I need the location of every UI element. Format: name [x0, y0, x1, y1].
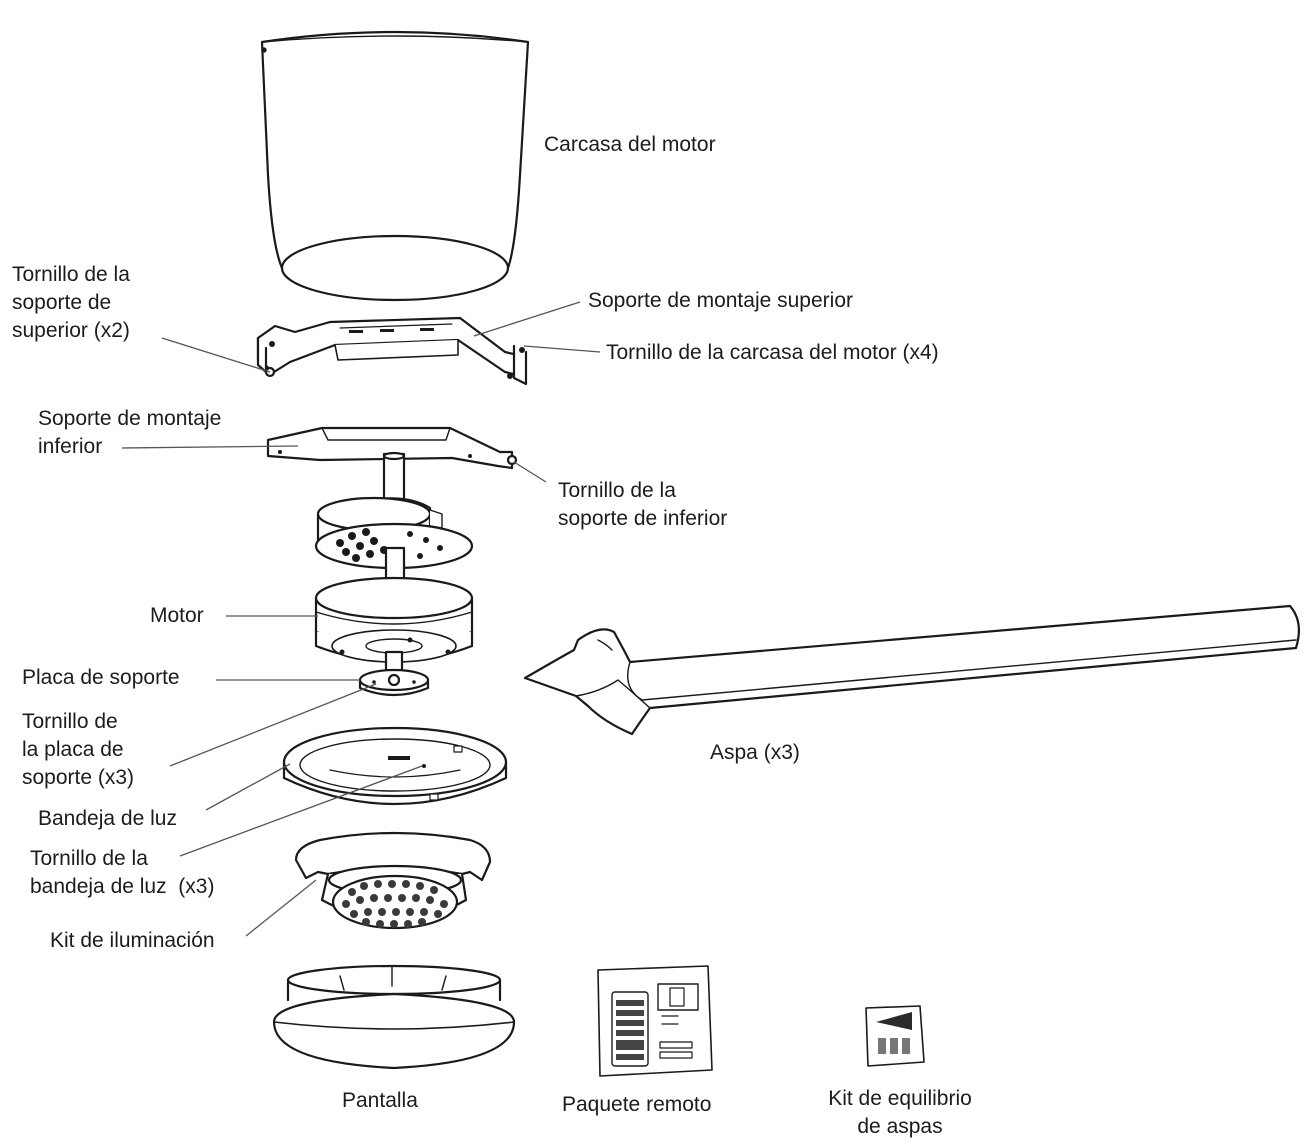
leader-tornillo-soporte-superior: [161, 337, 271, 373]
label-pantalla: Pantalla: [342, 1089, 418, 1112]
label-tornillo-soporte-inferior-line1: Tornillo de la: [558, 479, 676, 502]
light-kit-drawing: [294, 831, 492, 930]
motor-housing-drawing: [260, 30, 530, 302]
label-tornillo-soporte-inferior-line2: soporte de inferior: [558, 507, 728, 530]
upper-mounting-bracket-drawing: [256, 316, 528, 386]
label-carcasa-motor: Carcasa del motor: [544, 133, 716, 156]
glass-shade-drawing: [272, 964, 516, 1070]
label-tornillo-placa-line3: soporte (x3): [22, 766, 135, 789]
label-tornillo-soporte-superior-line2: soporte de: [12, 291, 112, 314]
leader-tornillo-soporte-inferior: [513, 461, 547, 483]
label-paquete-remoto: Paquete remoto: [562, 1093, 712, 1116]
label-tornillo-soporte-superior-line1: Tornillo de la: [12, 263, 130, 286]
leader-tornillo-placa: [169, 683, 377, 767]
label-kit-equilibrio-line2: de aspas: [857, 1115, 943, 1138]
label-tornillo-bandeja-line1: Tornillo de la: [30, 847, 148, 870]
leader-bandeja-luz: [205, 763, 291, 811]
lower-mounting-bracket-drawing: [266, 426, 518, 518]
label-tornillo-bandeja-line2: bandeja de luz (x3): [30, 875, 215, 898]
label-motor: Motor: [150, 604, 204, 627]
label-kit-equilibrio-line1: Kit de equilibrio: [828, 1087, 972, 1110]
label-tornillo-placa-line2: la placa de: [22, 738, 124, 761]
label-soporte-montaje-inferior-line1: Soporte de montaje: [38, 407, 222, 430]
remote-package-drawing: [597, 965, 713, 1077]
label-tornillo-soporte-superior-line3: superior (x2): [12, 319, 130, 342]
motor-top-plate-drawing: [314, 496, 474, 592]
label-bandeja-luz: Bandeja de luz: [38, 807, 177, 830]
motor-drawing: [314, 576, 474, 676]
label-placa-soporte: Placa de soporte: [22, 666, 180, 689]
support-plate-drawing: [358, 668, 430, 697]
leader-soporte-superior: [473, 301, 581, 337]
blade-balance-kit-drawing: [865, 1005, 925, 1067]
label-kit-iluminacion: Kit de iluminación: [50, 929, 215, 952]
label-soporte-montaje-inferior-line2: inferior: [38, 435, 103, 458]
leader-lines: [121, 301, 601, 937]
label-soporte-montaje-superior: Soporte de montaje superior: [588, 289, 853, 312]
light-tray-drawing: [282, 726, 508, 806]
leader-tornillo-bandeja: [179, 765, 423, 857]
label-tornillo-placa-line1: Tornillo de: [22, 710, 118, 733]
leader-kit-iluminacion: [245, 879, 317, 937]
leader-tornillo-carcasa: [523, 345, 601, 353]
leader-soporte-inferior: [121, 445, 299, 449]
fan-blade-drawing: [523, 604, 1301, 736]
label-aspa: Aspa (x3): [710, 741, 800, 764]
label-tornillo-carcasa-motor: Tornillo de la carcasa del motor (x4): [606, 341, 939, 364]
